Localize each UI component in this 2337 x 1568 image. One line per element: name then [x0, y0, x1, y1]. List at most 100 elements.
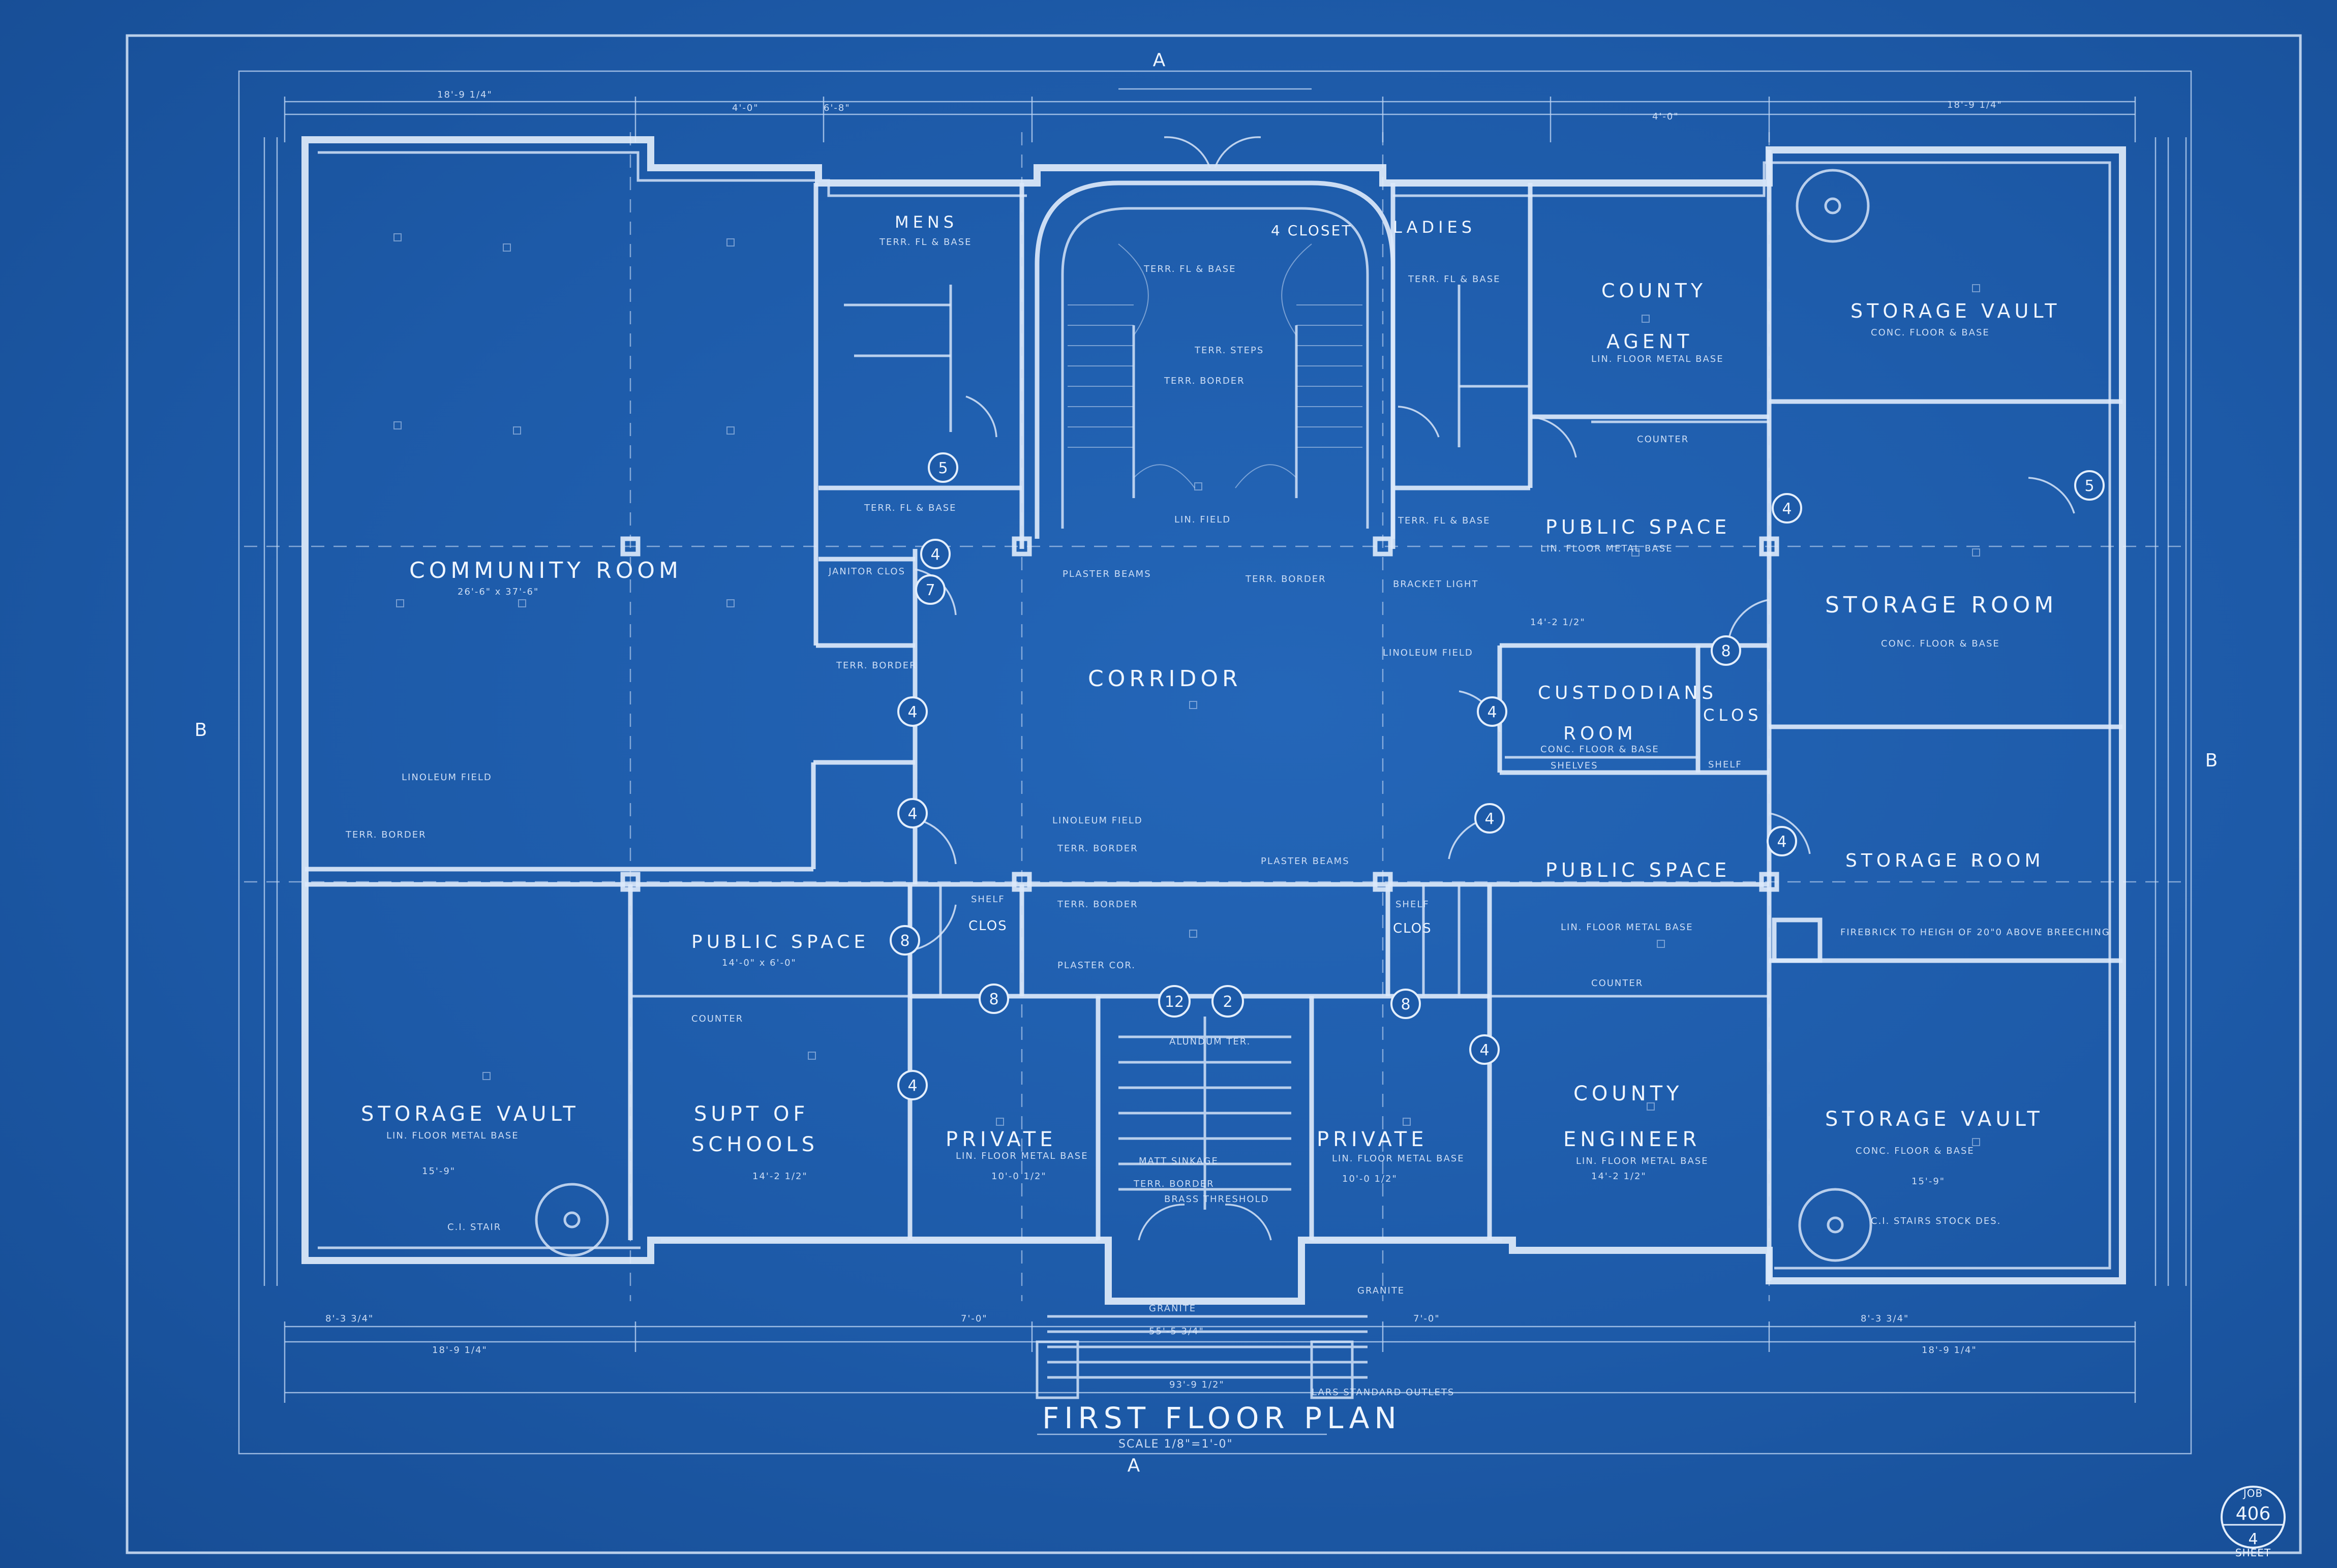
note-lin-field: LIN. FIELD — [1174, 514, 1231, 525]
note-mats-sinkage: MATT SINKAGE — [1139, 1156, 1219, 1166]
dim-wing-east-top: 18'-9 1/4" — [1947, 100, 2002, 110]
door-tag: 8 — [989, 991, 998, 1008]
note-linoleum-field: LINOLEUM FIELD — [1383, 648, 1473, 658]
dim-d3: 4'-0" — [732, 103, 759, 113]
job-stamp: JOB 406 4 SHEET — [2221, 1486, 2286, 1559]
storage-vault-se-label: STORAGE VAULT — [1825, 1108, 2044, 1131]
dim-d5: 15'-9" — [422, 1166, 456, 1177]
note-lin-floor: LIN. FLOOR METAL BASE — [1576, 1156, 1709, 1166]
community-room-size: 26'-6" x 37'-6" — [458, 587, 539, 597]
door-tag: 4 — [930, 546, 940, 564]
dim-d1: 8'-3 3/4" — [1861, 1313, 1909, 1324]
section-b-left: B — [195, 720, 207, 741]
mens-label: MENS — [895, 212, 958, 232]
note-terr-border: TERR. BORDER — [836, 660, 917, 671]
county-engineer-label-1: COUNTY — [1573, 1082, 1683, 1105]
note-brass-threshold: BRASS THRESHOLD — [1164, 1194, 1269, 1205]
main-stair-treads — [1068, 243, 1362, 488]
door-tag: 8 — [900, 932, 909, 950]
door-tag: 12 — [1165, 993, 1184, 1011]
note-terr-fl-base: TERR. FL & BASE — [879, 237, 972, 248]
section-a-top: A — [1153, 50, 1166, 71]
note-lin-floor: LIN. FLOOR METAL BASE — [386, 1130, 519, 1141]
ladies-label: LADIES — [1393, 218, 1476, 237]
public-space-ne-label: PUBLIC SPACE — [1545, 516, 1731, 538]
note-terr-border: TERR. BORDER — [1057, 843, 1138, 854]
clos-sw-label: CLOS — [968, 918, 1008, 934]
note-lin-floor: LIN. FLOOR METAL BASE — [956, 1151, 1088, 1161]
note-terr-fl-base: TERR. FL & BASE — [1408, 274, 1501, 285]
custodians-label-2: ROOM — [1563, 723, 1637, 744]
dim-d6: 14'-2 1/2" — [752, 1171, 808, 1182]
note-terr-border: TERR. BORDER — [1245, 574, 1326, 585]
note-terr-steps: TERR. STEPS — [1194, 345, 1264, 356]
finish-notes: TERR. FL & BASE TERR. FL & BASE TERR. FL… — [345, 237, 2110, 1398]
storage-room-e-label: STORAGE ROOM — [1825, 592, 2057, 618]
note-ci-stairs-stock: C.I. STAIRS STOCK DES. — [1871, 1216, 2001, 1226]
clos-se-label: CLOS — [1393, 921, 1432, 936]
dim-d2: 7'-0" — [961, 1313, 988, 1324]
public-space-se-label: PUBLIC SPACE — [1545, 859, 1731, 881]
top-dimension-strings — [284, 88, 2136, 142]
dim-overall: 93'-9 1/2" — [1169, 1379, 1225, 1390]
job-label: JOB — [2242, 1487, 2263, 1499]
note-plaster-beams: PLASTER BEAMS — [1063, 569, 1151, 579]
dim-d7: 10'-0 1/2" — [991, 1171, 1047, 1182]
bottom-dimension-strings — [284, 1321, 2136, 1403]
door-tag: 8 — [1401, 996, 1410, 1013]
spiral-stairs — [535, 169, 1872, 1262]
note-lin-floor: LIN. FLOOR METAL BASE — [1540, 543, 1673, 554]
private-e-label: PRIVATE — [1317, 1128, 1428, 1151]
note-granite: GRANITE — [1357, 1285, 1405, 1296]
note-terr-fl-base: TERR. FL & BASE — [1398, 515, 1491, 526]
dim-d2: 7'-0" — [1413, 1313, 1440, 1324]
note-plaster-cor: PLASTER COR. — [1057, 960, 1136, 971]
dim-d4: 6'-8" — [824, 103, 851, 113]
dim-d5: 15'-9" — [1911, 1176, 1945, 1187]
custodians-label-1: CUSTDODIANS — [1538, 683, 1717, 703]
private-w-label: PRIVATE — [946, 1128, 1056, 1151]
dim-d1: 8'-3 3/4" — [325, 1313, 374, 1324]
note-terr-border: TERR. BORDER — [1057, 899, 1138, 910]
dim-d6: 14'-2 1/2" — [1591, 1171, 1647, 1182]
storage-room-se-label: STORAGE ROOM — [1845, 850, 2045, 871]
note-linoleum-field: LINOLEUM FIELD — [402, 772, 492, 783]
county-engineer-label-2: ENGINEER — [1563, 1128, 1701, 1151]
column-markers — [620, 536, 1779, 892]
section-markers: A A B B — [195, 50, 2218, 1476]
drawing-title: FIRST FLOOR PLAN SCALE 1/8"=1'-0" — [1037, 1401, 1402, 1451]
note-terr-border: TERR. BORDER — [345, 829, 427, 840]
door-tag: 4 — [1777, 833, 1786, 851]
county-agent-label-2: AGENT — [1606, 330, 1693, 353]
note-lin-floor: LIN. FLOOR METAL BASE — [1332, 1153, 1465, 1164]
dim-porch: 55'-5 3/4" — [1149, 1326, 1204, 1337]
door-tag: 4 — [1487, 703, 1497, 721]
note-shelf: SHELF — [1395, 899, 1430, 910]
dimension-labels: 55'-5 3/4" 93'-9 1/2" 18'-9 1/4" 18'-9 1… — [325, 89, 2002, 1390]
note-conc-floor: CONC. FLOOR & BASE — [1881, 638, 2000, 649]
note-linoleum-field: LINOLEUM FIELD — [1052, 815, 1143, 826]
dim-wing-west-top: 18'-9 1/4" — [437, 89, 493, 100]
door-tag: 5 — [2084, 477, 2094, 495]
note-aluminum-ter: ALUNDUM TER. — [1169, 1036, 1251, 1047]
door-tag: 8 — [1721, 642, 1731, 660]
note-terr-fl-base: TERR. FL & BASE — [1143, 264, 1236, 274]
note-terr-border: TERR. BORDER — [1164, 376, 1245, 386]
interior-walls — [305, 150, 2122, 1399]
note-terr-fl-base: TERR. FL & BASE — [864, 503, 957, 513]
storage-vault-sw-label: STORAGE VAULT — [361, 1102, 580, 1126]
note-firebrick: FIREBRICK TO HEIGH OF 20"0 ABOVE BREECHI… — [1840, 927, 2110, 938]
door-tag: 2 — [1223, 993, 1232, 1011]
note-counter: COUNTER — [1637, 434, 1689, 445]
dim-wing-east: 18'-9 1/4" — [1922, 1345, 1977, 1356]
public-space-sw-label: PUBLIC SPACE — [691, 932, 869, 952]
door-tag: 4 — [907, 1077, 917, 1095]
clos-e-label: CLOS — [1703, 705, 1763, 725]
note-granite: GRANITE — [1149, 1303, 1196, 1314]
note-conc-floor: CONC. FLOOR & BASE — [1871, 327, 1990, 338]
note-shelf: SHELF — [1708, 759, 1742, 770]
exterior-walls — [301, 136, 2126, 1305]
plan-title: FIRST FLOOR PLAN — [1042, 1401, 1402, 1435]
